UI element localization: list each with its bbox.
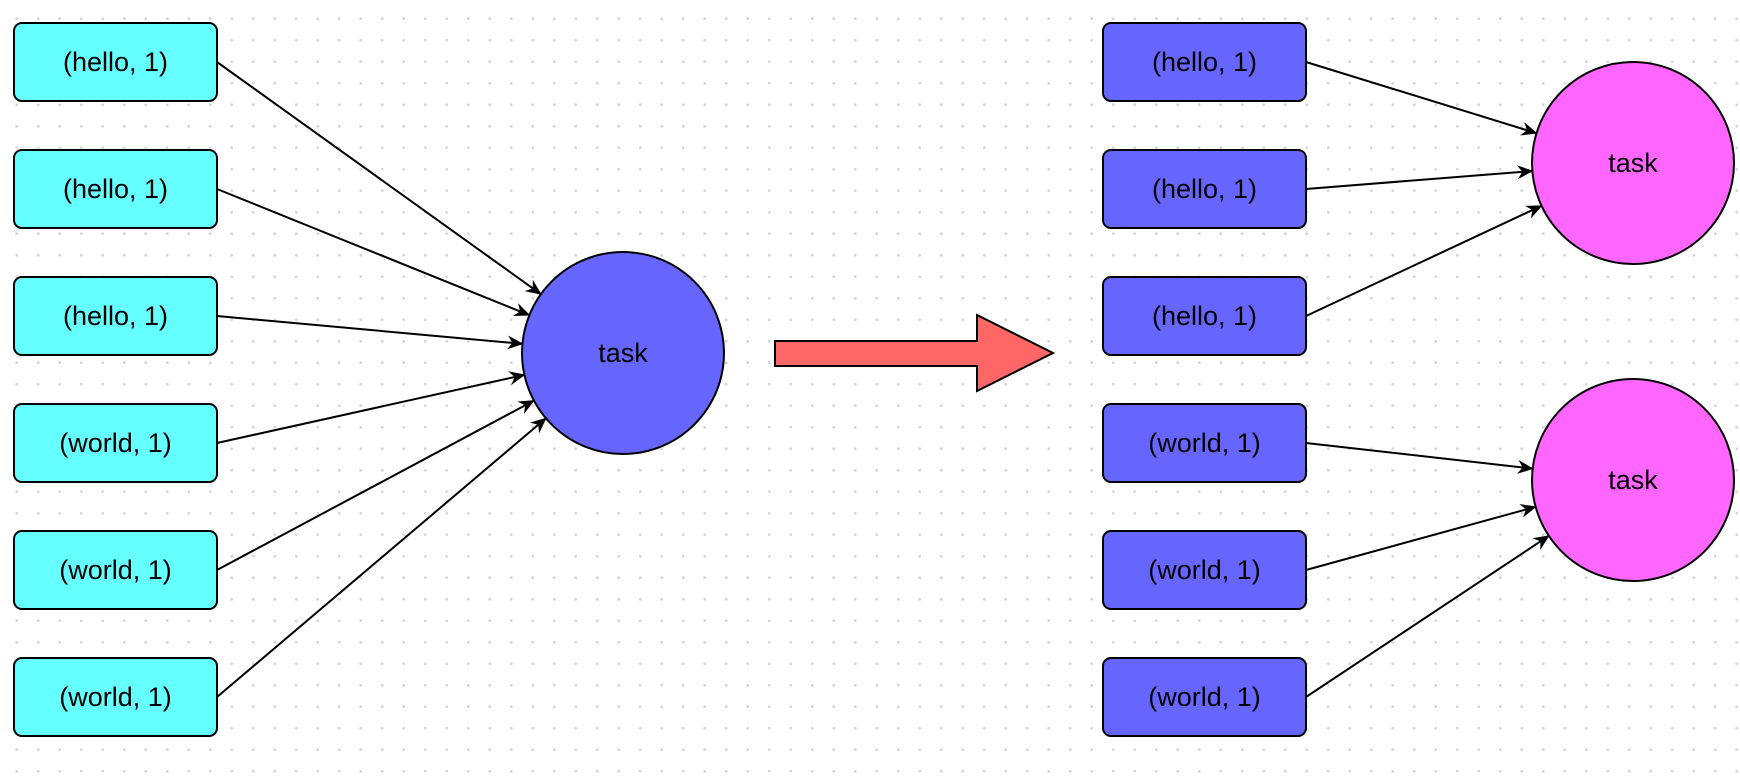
output-record-label: (hello, 1) (1152, 301, 1257, 331)
connector-layer (216, 61, 1550, 698)
input-record-box: (world, 1) (13, 530, 218, 610)
shuffle-task-circle (1531, 61, 1735, 265)
shuffle-task-node: task (1531, 61, 1735, 265)
input-record-box: (hello, 1) (13, 149, 218, 229)
input-record-label: (hello, 1) (63, 47, 168, 77)
connector-arrow (216, 371, 526, 444)
single-task-label: task (598, 338, 648, 368)
output-record-label: (world, 1) (1148, 682, 1261, 712)
input-record-rect (13, 276, 218, 356)
input-record-label: (hello, 1) (63, 301, 168, 331)
single-task-circle (521, 251, 725, 455)
shuffle-task-label: task (1608, 465, 1658, 495)
before-group: (hello, 1) (hello, 1) (hello, 1) (world,… (13, 22, 725, 737)
output-record-rect (1102, 22, 1307, 102)
input-record-box: (world, 1) (13, 657, 218, 737)
output-record-rect (1102, 149, 1307, 229)
output-record-box: (hello, 1) (1102, 22, 1307, 102)
connector-arrow (216, 399, 535, 571)
connector-arrow (216, 188, 531, 317)
output-record-label: (hello, 1) (1152, 174, 1257, 204)
input-record-label: (world, 1) (59, 682, 172, 712)
output-record-rect (1102, 657, 1307, 737)
connector-arrow (216, 315, 524, 350)
connector-arrow (1305, 204, 1543, 317)
input-record-rect (13, 22, 218, 102)
input-record-label: (world, 1) (59, 555, 172, 585)
input-record-box: (hello, 1) (13, 22, 218, 102)
connector-arrow (216, 61, 542, 295)
transition-arrow (774, 313, 1056, 393)
output-record-label: (world, 1) (1148, 428, 1261, 458)
output-record-box: (world, 1) (1102, 657, 1307, 737)
output-record-box: (hello, 1) (1102, 276, 1307, 356)
input-record-rect (13, 530, 218, 610)
input-record-rect (13, 657, 218, 737)
shuffle-task-circle (1531, 378, 1735, 582)
shuffle-task-node: task (1531, 378, 1735, 582)
output-record-rect (1102, 403, 1307, 483)
connector-arrow (1305, 442, 1534, 474)
output-record-box: (world, 1) (1102, 530, 1307, 610)
single-task-node: task (521, 251, 725, 455)
input-record-rect (13, 149, 218, 229)
output-record-label: (world, 1) (1148, 555, 1261, 585)
connector-arrow (1305, 61, 1538, 136)
input-record-label: (world, 1) (59, 428, 172, 458)
input-record-label: (hello, 1) (63, 174, 168, 204)
input-record-box: (world, 1) (13, 403, 218, 483)
connector-arrow (1305, 535, 1550, 698)
output-record-label: (hello, 1) (1152, 47, 1257, 77)
output-record-box: (hello, 1) (1102, 149, 1307, 229)
output-record-box: (world, 1) (1102, 403, 1307, 483)
connector-arrow (1305, 165, 1534, 190)
connector-arrow (1305, 504, 1537, 571)
output-record-rect (1102, 530, 1307, 610)
input-record-rect (13, 403, 218, 483)
output-record-rect (1102, 276, 1307, 356)
connector-arrow (216, 417, 547, 698)
input-record-box: (hello, 1) (13, 276, 218, 356)
shuffle-task-label: task (1608, 148, 1658, 178)
after-group: (hello, 1) (hello, 1) (hello, 1) (world,… (1102, 22, 1735, 737)
